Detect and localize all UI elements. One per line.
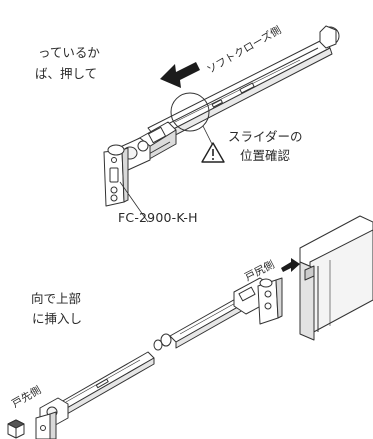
arrow-right-icon — [281, 258, 300, 272]
warning-triangle-icon — [201, 142, 225, 163]
instruction-fragment-top-1: っているか — [38, 45, 100, 60]
instruction-fragment-top-2: ば、押して — [35, 66, 98, 81]
soft-close-mechanism — [135, 121, 177, 163]
door-tail-hanger — [233, 277, 283, 325]
door-front-hanger — [35, 397, 69, 439]
rail-end-knob — [319, 25, 340, 49]
model-number-label: FC-2900-K-H — [118, 210, 198, 225]
door-front-rail-segment — [53, 351, 155, 419]
slider-callout-circle — [170, 92, 210, 132]
slider-position-check-line-1: スライダーの — [228, 129, 303, 144]
soft-close-rail — [147, 39, 333, 145]
stopper-block — [7, 419, 25, 439]
arrow-left-icon — [160, 62, 200, 88]
instruction-fragment-bottom-2: に挿入し — [32, 311, 83, 326]
instruction-fragment-bottom-1: 向で上部 — [31, 291, 82, 306]
door-hanger-bracket-top — [103, 137, 151, 207]
slider-position-check-line-2: 位置確認 — [240, 148, 291, 163]
rail-joint — [153, 333, 172, 351]
upper-rail-profile — [299, 215, 373, 341]
